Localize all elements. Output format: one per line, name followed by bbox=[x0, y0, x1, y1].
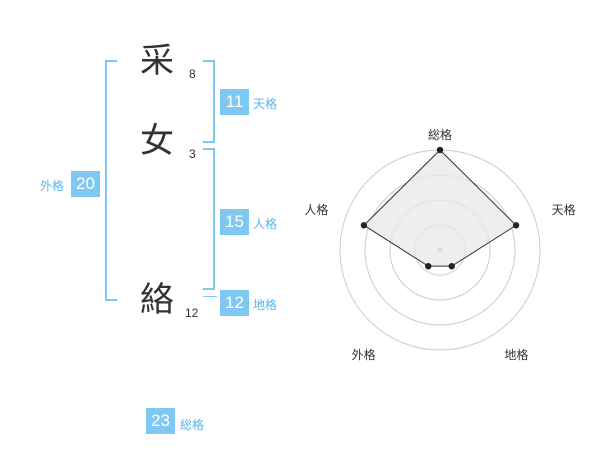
chikaku-label: 地格 bbox=[253, 298, 278, 312]
tenkaku-value: 11 bbox=[220, 89, 249, 115]
gaikaku-value: 20 bbox=[71, 171, 100, 197]
stroke-count-3: 12 bbox=[185, 306, 199, 320]
radar-axis-label: 天格 bbox=[552, 202, 576, 217]
gaikaku-label: 外格 bbox=[40, 179, 65, 193]
radar-point bbox=[512, 222, 520, 229]
tenkaku-bracket bbox=[203, 60, 215, 143]
soukaku-label: 総格 bbox=[180, 418, 205, 432]
name-char-2: 女 bbox=[140, 121, 174, 161]
radar-axis-label: 総格 bbox=[428, 127, 452, 142]
chikaku-value: 12 bbox=[220, 290, 249, 316]
stroke-count-1: 8 bbox=[189, 67, 196, 81]
radar-point bbox=[425, 262, 432, 270]
radar-axis-label: 人格 bbox=[304, 202, 328, 217]
radar-point bbox=[436, 146, 444, 154]
jinkaku-value: 15 bbox=[220, 209, 249, 235]
jinkaku-label: 人格 bbox=[253, 217, 278, 231]
soukaku-value: 23 bbox=[146, 408, 175, 434]
radar-axis-label: 地格 bbox=[504, 347, 528, 362]
radar-area bbox=[363, 149, 517, 267]
stroke-count-2: 3 bbox=[189, 147, 196, 161]
radar-point bbox=[448, 262, 455, 270]
gaikaku-bracket bbox=[105, 60, 117, 301]
radar-point bbox=[360, 222, 368, 229]
jinkaku-bracket bbox=[203, 148, 215, 290]
name-char-1: 采 bbox=[140, 41, 174, 81]
chikaku-connector bbox=[203, 296, 217, 297]
tenkaku-label: 天格 bbox=[253, 97, 278, 111]
name-char-3: 絡 bbox=[140, 280, 174, 320]
radar-axis-label: 外格 bbox=[352, 347, 376, 362]
